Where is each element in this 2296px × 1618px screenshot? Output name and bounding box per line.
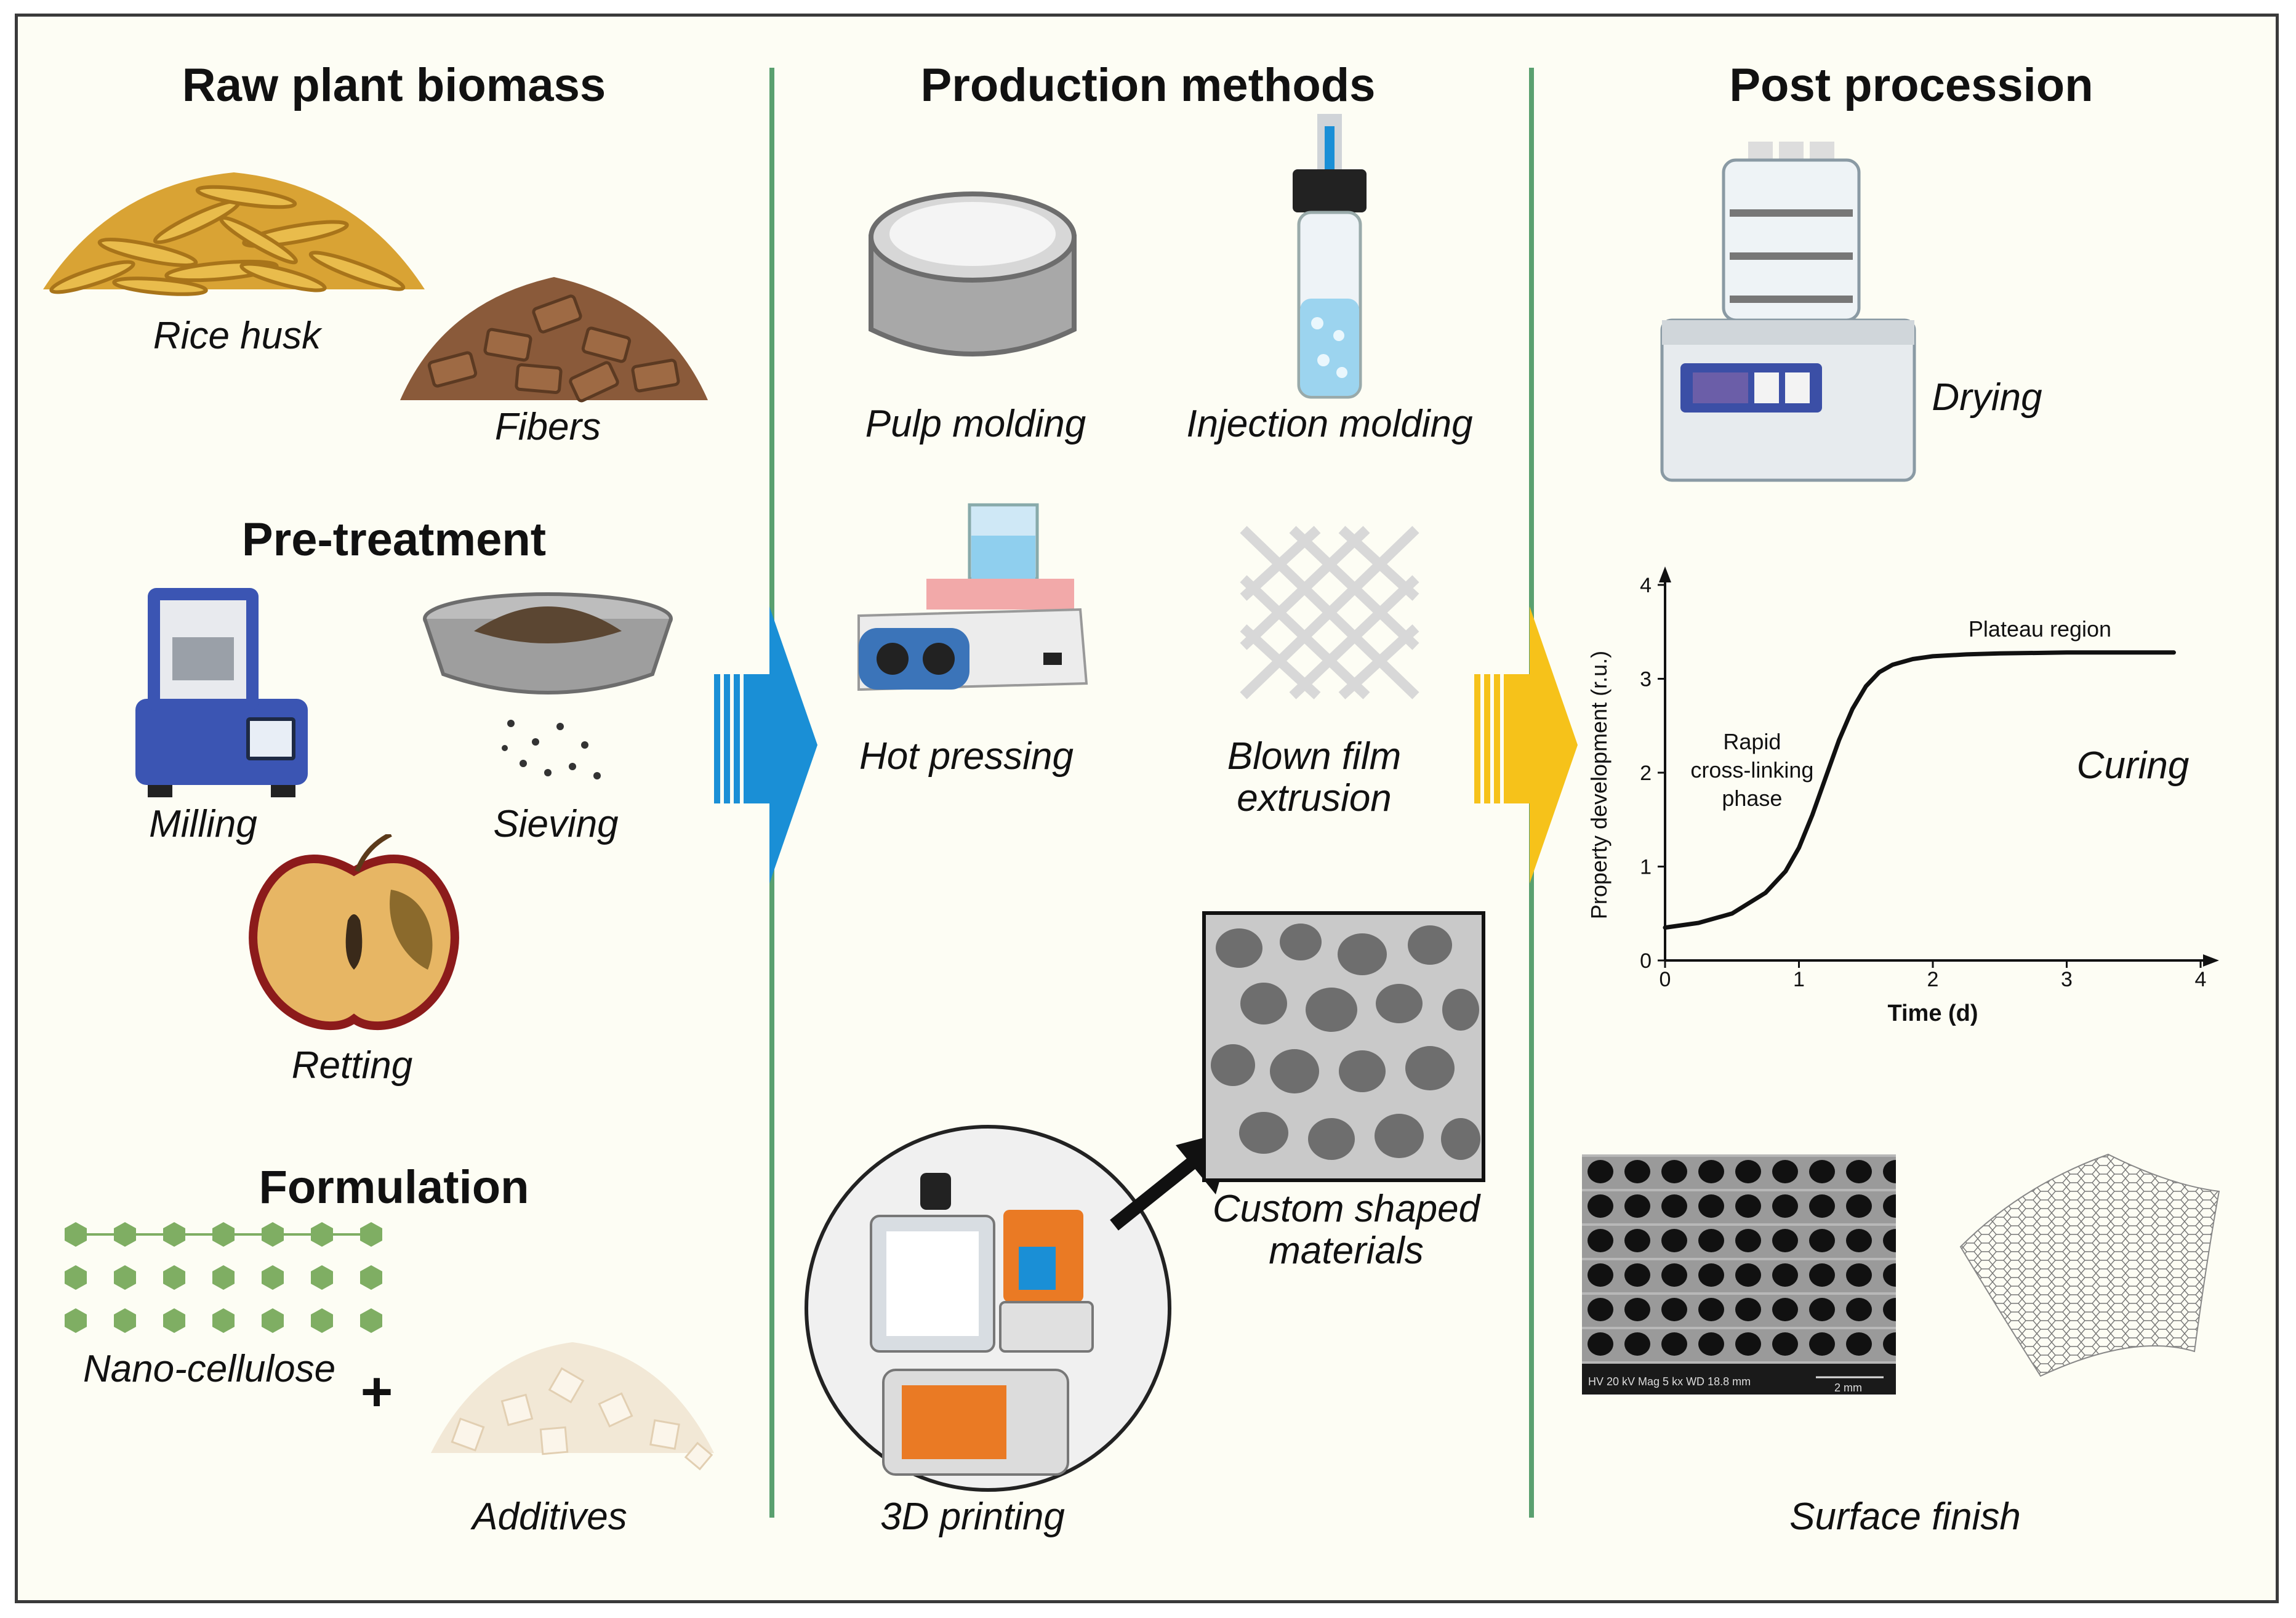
x-tick-label: 3 [2061, 968, 2073, 991]
custom-shaped-line-1: Custom shaped [1212, 1188, 1480, 1230]
blown-film-line-2: extrusion [1237, 777, 1392, 819]
y-axis-label: Property development (r.u.) [1586, 651, 1612, 919]
label-retting: Retting [291, 1044, 413, 1087]
label-blown-film: Blown film extrusion [1227, 736, 1402, 819]
heading-pre-treatment: Pre-treatment [241, 513, 547, 566]
label-sieving: Sieving [493, 803, 619, 845]
chart-annotation: Plateau region [1969, 616, 2111, 642]
nano-cellulose-image [65, 1222, 382, 1333]
label-injection-molding: Injection molding [1186, 403, 1473, 445]
label-drying: Drying [1932, 376, 2042, 419]
plus-sign: + [360, 1361, 393, 1423]
hexagonal-mesh-image [1959, 1153, 2220, 1377]
y-tick-label: 3 [1640, 668, 1652, 691]
blown-film-lattice-image [1240, 526, 1419, 699]
3d-printing-image [805, 1125, 1171, 1492]
y-tick-label: 2 [1640, 762, 1652, 785]
chart-annotation: phase [1722, 786, 1782, 811]
x-tick-label: 2 [1927, 968, 1939, 991]
pulp-molding-image [869, 191, 1077, 356]
label-pulp-molding: Pulp molding [865, 403, 1086, 445]
label-curing: Curing [2076, 744, 2190, 787]
x-tick-label: 1 [1793, 968, 1805, 991]
sieving-image [423, 592, 673, 779]
y-tick-label: 4 [1640, 574, 1652, 597]
chart-annotation: cross-linking [1690, 757, 1813, 783]
label-nano-cellulose: Nano-cellulose [82, 1348, 336, 1390]
x-tick-label: 4 [2195, 968, 2207, 991]
heading-production-methods: Production methods [920, 59, 1376, 111]
y-tick-label: 1 [1640, 856, 1652, 879]
injection-vial-image [1293, 114, 1367, 399]
heading-raw-plant-biomass: Raw plant biomass [182, 59, 606, 111]
x-tick-label: 0 [1660, 968, 1671, 991]
sem-info-text: HV 20 kV Mag 5 kx WD 18.8 mm [1588, 1375, 1751, 1388]
hot-pressing-image [857, 503, 1088, 691]
fibers-image [400, 277, 708, 403]
sem-surface-image: HV 20 kV Mag 5 kx WD 18.8 mm 2 mm [1582, 1154, 1896, 1395]
retting-apple-image [249, 834, 459, 1031]
flow-arrow-yellow [1474, 606, 1578, 883]
freeze-dryer-image [1660, 142, 1916, 482]
label-hot-pressing: Hot pressing [859, 735, 1074, 778]
x-axis-label: Time (d) [1887, 1000, 1978, 1026]
flow-arrow-blue [714, 606, 817, 883]
label-rice-husk: Rice husk [153, 315, 321, 357]
sem-scale-text: 2 mm [1834, 1382, 1862, 1394]
heading-post-procession: Post procession [1729, 59, 2093, 111]
label-3d-printing: 3D printing [880, 1495, 1065, 1538]
milling-machine-image [135, 588, 308, 797]
label-additives: Additives [472, 1495, 627, 1538]
curing-curve-line [1663, 650, 2176, 930]
label-surface-finish: Surface finish [1789, 1495, 2021, 1538]
rice-husk-image [43, 172, 425, 296]
x-axis-arrowhead [2203, 954, 2219, 967]
label-fibers: Fibers [494, 406, 601, 448]
chart-annotation: Rapid [1723, 729, 1781, 754]
blown-film-line-1: Blown film [1227, 735, 1402, 778]
y-tick-label: 0 [1640, 949, 1652, 973]
label-milling: Milling [149, 803, 257, 845]
additives-image [431, 1342, 714, 1471]
custom-shaped-foam-image [1202, 911, 1485, 1182]
label-custom-shaped: Custom shaped materials [1213, 1188, 1480, 1272]
y-axis-arrowhead [1659, 566, 1671, 582]
custom-shaped-line-2: materials [1269, 1230, 1424, 1272]
heading-formulation: Formulation [259, 1161, 529, 1214]
